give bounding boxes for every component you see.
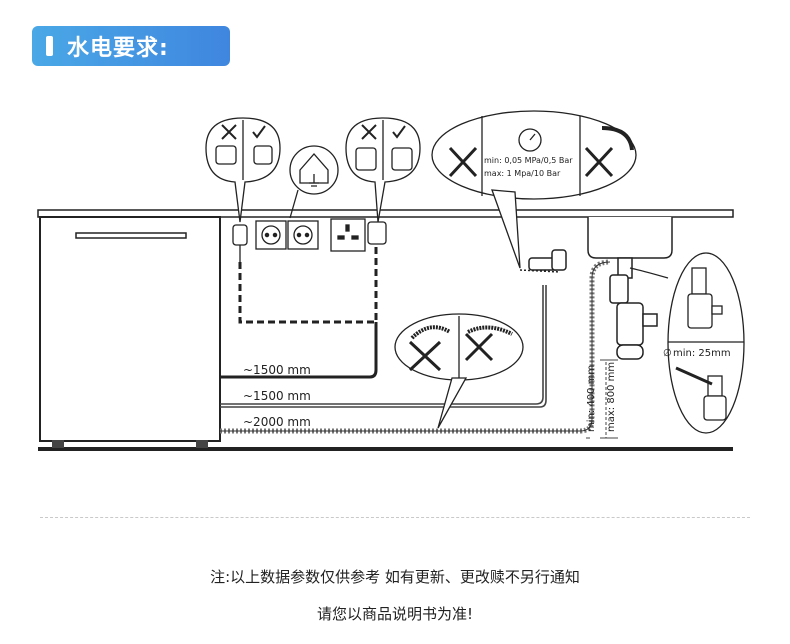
countertop — [37, 209, 734, 218]
dishwasher-unit — [39, 216, 221, 448]
pressure-min-label: min: 0,05 MPa/0,5 Bar — [484, 156, 573, 165]
plug-callout — [205, 117, 281, 223]
height-measure — [586, 359, 618, 439]
height-min-label: min: 400 mm — [586, 365, 597, 432]
section-title: 水电要求: — [67, 36, 169, 61]
diameter-symbol: ∅ — [663, 348, 672, 359]
divider-line — [40, 517, 750, 518]
hose-callout — [394, 313, 524, 429]
power-cable-route — [238, 244, 378, 324]
height-max-label: max: 800 mm — [606, 362, 617, 432]
water-tap — [519, 249, 567, 273]
diameter-min-label: min: 25mm — [673, 348, 731, 359]
floor-line — [38, 447, 733, 451]
header-bar-icon — [46, 36, 53, 56]
sink-basin — [587, 217, 673, 279]
wall-sockets — [255, 218, 366, 252]
earth-callout — [289, 145, 339, 219]
disclaimer-line-2: 请您以商品说明书为准! — [316, 605, 473, 623]
power-plugs — [232, 221, 387, 262]
cable-label-3: ~2000 mm — [243, 415, 311, 429]
siphon-detail-callout — [629, 252, 745, 434]
cable-label-1: ~1500 mm — [243, 363, 311, 377]
sink-siphon — [609, 274, 658, 360]
disclaimer-line-1: 注:以上数据参数仅供参考 如有更新、更改赎不另行通知 — [210, 568, 580, 586]
pressure-max-label: max: 1 Mpa/10 Bar — [484, 169, 561, 178]
uk-plug-callout — [345, 117, 421, 223]
connection-lines — [220, 259, 611, 434]
water-pressure-callout — [431, 110, 637, 269]
cable-label-2: ~1500 mm — [243, 389, 311, 403]
section-header: 水电要求: — [32, 26, 230, 66]
